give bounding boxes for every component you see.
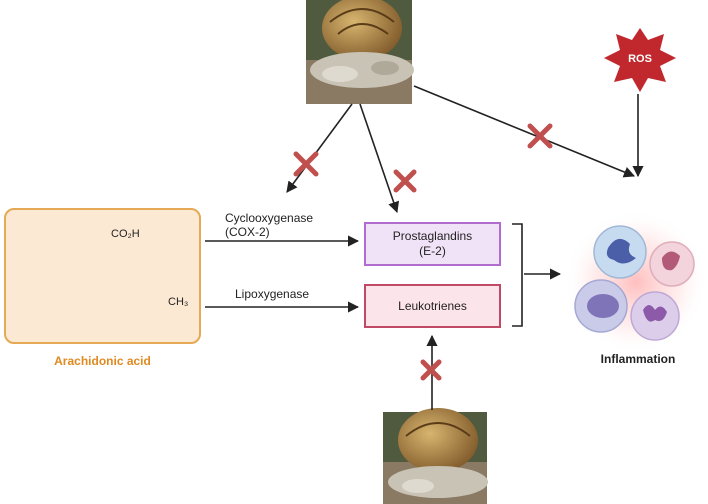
- arachidonic-acid-label: Arachidonic acid: [54, 354, 151, 368]
- prostaglandins-line2: (E-2): [419, 244, 446, 258]
- cox-line2: (COX-2): [225, 225, 270, 239]
- snail-image-top: [306, 0, 414, 104]
- inflammation-cells-icon: [564, 210, 708, 354]
- inhibition-marks: [293, 123, 553, 381]
- inflammation-label: Inflammation: [600, 352, 676, 366]
- arrow-snail-to-prostaglandins: [359, 103, 400, 214]
- cox-line1: Cyclooxygenase: [225, 211, 314, 225]
- inhibit-x-leukotrienes-icon: [420, 359, 442, 381]
- ros-burst-icon: [604, 28, 676, 92]
- methyl-group-label: CH₃: [168, 296, 189, 308]
- leukotrienes-box: Leukotrienes: [364, 284, 501, 328]
- prostaglandins-line1: Prostaglandins: [392, 229, 473, 243]
- arrow-snail-to-inflammation: [413, 85, 636, 178]
- inhibit-x-cox-icon: [293, 151, 319, 177]
- cyclooxygenase-label: Cyclooxygenase (COX-2): [225, 211, 313, 239]
- ros-label: ROS: [628, 53, 652, 65]
- arachidonic-acid-box: [4, 208, 201, 344]
- inhibit-x-prostaglandins-icon: [393, 169, 417, 193]
- products-bracket: [512, 223, 523, 327]
- carboxyl-group-label: CO₂H: [111, 228, 140, 240]
- arrow-snail-to-cox: [286, 103, 353, 193]
- prostaglandins-box: Prostaglandins (E-2): [364, 222, 501, 266]
- snail-image-bottom: [383, 408, 488, 504]
- lipoxygenase-label: Lipoxygenase: [235, 287, 310, 301]
- inhibit-x-inflammation-icon: [527, 123, 553, 149]
